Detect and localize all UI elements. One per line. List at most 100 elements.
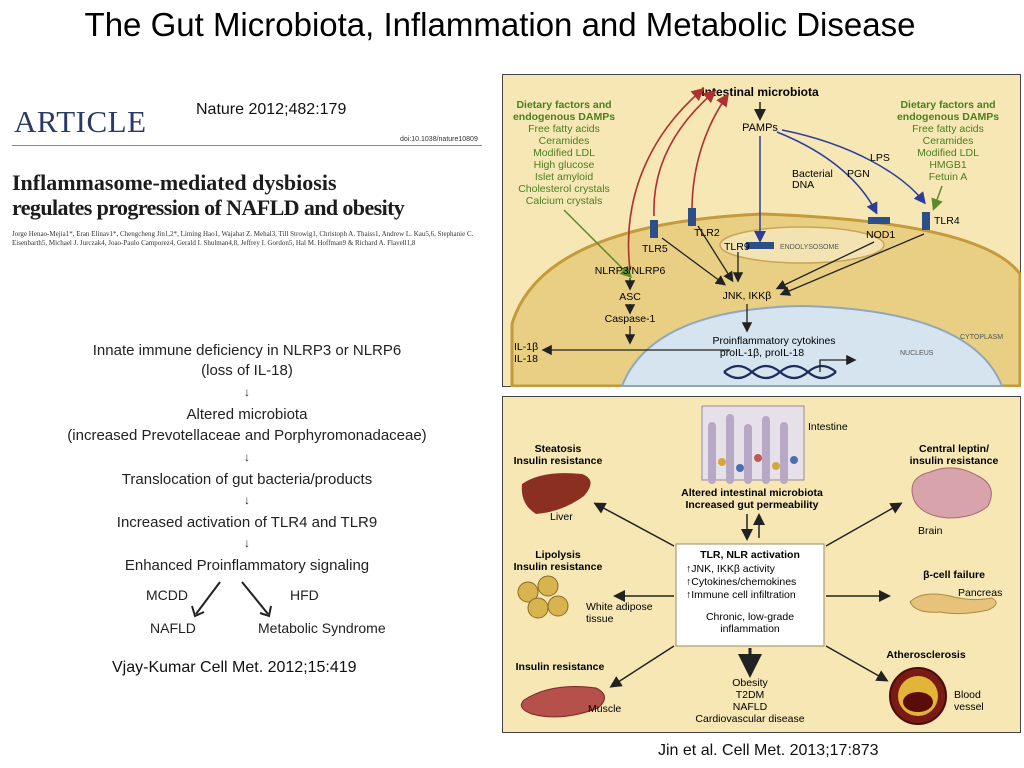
branch-mcdd: MCDD bbox=[146, 587, 188, 603]
lps-label: LPS bbox=[870, 152, 890, 164]
center-activation-box bbox=[675, 543, 825, 647]
tlr9-label: TLR9 bbox=[724, 241, 750, 253]
flow-arrow-1: ↓ bbox=[244, 385, 250, 399]
steatosis-label: Steatosis bbox=[535, 443, 582, 455]
il1b-label: IL-1β bbox=[514, 341, 538, 353]
nucleus-label: NUCLEUS bbox=[900, 350, 934, 357]
flow-step4: Increased activation of TLR4 and TLR9 bbox=[116, 514, 378, 531]
nlrp-label: NLRP3/NLRP6 bbox=[595, 265, 666, 277]
outcome-nafld: NAFLD bbox=[150, 620, 196, 636]
muscle-label: Muscle bbox=[588, 703, 621, 715]
asc-label: ASC bbox=[619, 291, 641, 303]
caspase-label: Caspase-1 bbox=[605, 313, 656, 325]
central-insulin-label: insulin resistance bbox=[910, 455, 999, 467]
paper-title-line1: Inflammasome-mediated dysbiosis bbox=[12, 170, 337, 195]
tlr5-receptor bbox=[650, 220, 658, 238]
il18-label: IL-18 bbox=[514, 353, 538, 365]
outcome-t2dm: T2DM bbox=[736, 689, 765, 701]
beta-cell-label: β-cell failure bbox=[923, 569, 985, 581]
bacterial-dna-label-1: Bacterial bbox=[792, 168, 833, 180]
adipose-label-1: White adipose bbox=[586, 601, 653, 613]
lipolysis-insulin-label: Insulin resistance bbox=[514, 561, 603, 573]
svg-text:Modified LDL: Modified LDL bbox=[533, 147, 595, 159]
jnk-ikk-label: JNK, IKKβ bbox=[723, 290, 772, 302]
article-heading: ARTICLE bbox=[14, 104, 147, 139]
slide-title: The Gut Microbiota, Inflammation and Met… bbox=[84, 6, 916, 43]
atherosclerosis-label: Atherosclerosis bbox=[886, 649, 966, 661]
svg-text:endogenous DAMPs: endogenous DAMPs bbox=[513, 111, 615, 123]
svg-text:Cholesterol crystals: Cholesterol crystals bbox=[518, 183, 610, 195]
branch-hfd: HFD bbox=[290, 587, 319, 603]
liver-icon bbox=[521, 473, 591, 514]
flow-step3: Translocation of gut bacteria/products bbox=[121, 471, 373, 488]
liver-label: Liver bbox=[550, 511, 573, 523]
nod1-receptor bbox=[868, 217, 890, 224]
flow-step2-line1: Altered microbiota bbox=[186, 406, 308, 423]
center-item-2: ↑Cytokines/chemokines bbox=[686, 576, 796, 588]
organ-panel: Intestine Altered intestinal microbiota … bbox=[502, 396, 1021, 733]
adipose-icon bbox=[517, 575, 569, 619]
outcome-obesity: Obesity bbox=[732, 677, 768, 689]
tlr2-label: TLR2 bbox=[694, 227, 720, 239]
flow-arrow-2: ↓ bbox=[244, 450, 250, 464]
author-list: Jorge Henao-Mejia1*, Eran Elinav1*, Chen… bbox=[12, 230, 474, 247]
svg-text:Dietary factors and: Dietary factors and bbox=[900, 99, 995, 111]
flow-step2-line2: (increased Prevotellaceae and Porphyromo… bbox=[67, 427, 427, 444]
tlr5-label: TLR5 bbox=[642, 243, 668, 255]
flow-step1-line2: (loss of IL-18) bbox=[201, 362, 293, 379]
blood-label: Blood bbox=[954, 689, 981, 701]
svg-text:HMGB1: HMGB1 bbox=[929, 159, 967, 171]
nod1-label: NOD1 bbox=[866, 229, 895, 241]
intestinal-microbiota-label: Intestinal microbiota bbox=[701, 85, 819, 99]
proinflammatory-cytokines-label: Proinflammatory cytokines bbox=[712, 335, 835, 347]
dna-helix-icon bbox=[723, 354, 857, 380]
intestine-label: Intestine bbox=[808, 421, 848, 433]
svg-text:Free fatty acids: Free fatty acids bbox=[912, 123, 984, 135]
intestine-image bbox=[701, 405, 805, 484]
center-chronic-1: Chronic, low-grade bbox=[706, 611, 794, 623]
article-divider bbox=[12, 145, 482, 146]
citation-cell-met-2012: Vjay-Kumar Cell Met. 2012;15:419 bbox=[112, 659, 357, 676]
svg-text:Fetuin A: Fetuin A bbox=[929, 171, 968, 183]
flow-step5: Enhanced Proinflammatory signaling bbox=[124, 557, 370, 574]
outcome-cardiovascular: Cardiovascular disease bbox=[695, 713, 804, 725]
flow-branch-arrows bbox=[191, 581, 272, 618]
outcome-metabolic-syndrome: Metabolic Syndrome bbox=[258, 620, 386, 636]
svg-text:Calcium crystals: Calcium crystals bbox=[526, 195, 602, 207]
svg-text:High glucose: High glucose bbox=[534, 159, 595, 171]
svg-text:Islet amyloid: Islet amyloid bbox=[535, 171, 594, 183]
nucleus-shape bbox=[620, 304, 1004, 387]
pancreas-icon bbox=[909, 593, 997, 615]
flow-arrow-3: ↓ bbox=[244, 493, 250, 507]
lipolysis-label: Lipolysis bbox=[535, 549, 581, 561]
right-damps-list: Dietary factors and endogenous DAMPs Fre… bbox=[897, 99, 999, 183]
pamps-label: PAMPs bbox=[742, 122, 778, 134]
muscle-insulin-label: Insulin resistance bbox=[516, 661, 605, 673]
svg-text:Ceramides: Ceramides bbox=[923, 135, 974, 147]
doi-text: doi:10.1038/nature10809 bbox=[400, 136, 478, 143]
paper-title-line2: regulates progression of NAFLD and obesi… bbox=[12, 195, 405, 220]
svg-text:Dietary factors and: Dietary factors and bbox=[516, 99, 611, 111]
outcome-nafld: NAFLD bbox=[733, 701, 768, 713]
muscle-icon bbox=[520, 686, 605, 718]
cytoplasm-label: CYTOPLASM bbox=[960, 334, 1003, 341]
prointerleukin-label: proIL-1β, proIL-18 bbox=[720, 347, 804, 359]
pancreas-label: Pancreas bbox=[958, 587, 1002, 599]
tlr4-label: TLR4 bbox=[934, 215, 960, 227]
bacterial-dna-label-2: DNA bbox=[792, 179, 814, 191]
flow-arrow-4: ↓ bbox=[244, 536, 250, 550]
vessel-label: vessel bbox=[954, 701, 984, 713]
paper-title: Inflammasome-mediated dysbiosis regulate… bbox=[12, 170, 492, 220]
svg-text:endogenous DAMPs: endogenous DAMPs bbox=[897, 111, 999, 123]
flow-step1-line1: Innate immune deficiency in NLRP3 or NLR… bbox=[92, 342, 402, 359]
brain-label: Brain bbox=[918, 525, 943, 537]
citation-nature: Nature 2012;482:179 bbox=[196, 101, 347, 118]
tlr9-receptor bbox=[746, 242, 774, 249]
tlr4-receptor bbox=[922, 212, 930, 230]
steatosis-insulin-label: Insulin resistance bbox=[514, 455, 603, 467]
svg-text:Modified LDL: Modified LDL bbox=[917, 147, 979, 159]
left-damps-list: Dietary factors and endogenous DAMPs Fre… bbox=[513, 99, 615, 207]
gut-permeability-label: Increased gut permeability bbox=[685, 499, 818, 511]
altered-microbiota-label: Altered intestinal microbiota bbox=[681, 487, 823, 499]
adipose-label-2: tissue bbox=[586, 613, 614, 625]
